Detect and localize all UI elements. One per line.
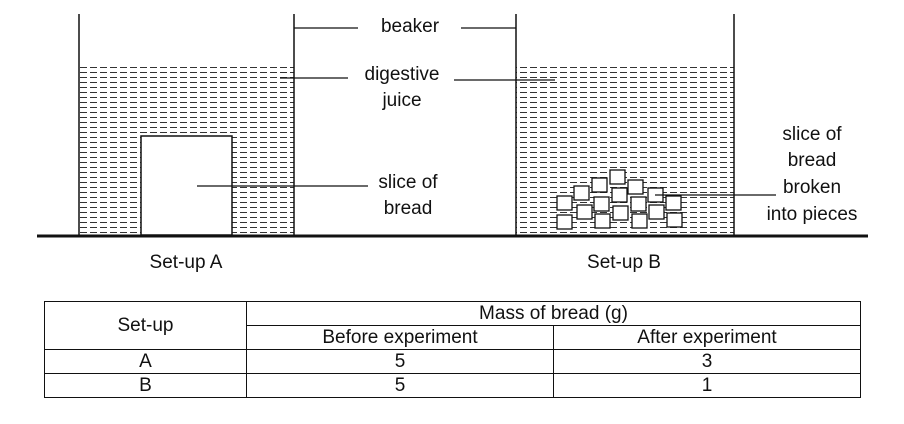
results-table: Set-up Mass of bread (g) Before experime… <box>44 301 861 398</box>
slice-b-label-line4: into pieces <box>766 204 858 225</box>
beaker-a <box>78 14 295 236</box>
cell-before: 5 <box>246 373 554 398</box>
setup-a-caption: Set-up A <box>149 252 223 273</box>
leader-lines <box>197 27 776 196</box>
cell-after: 1 <box>553 373 861 398</box>
setup-b-caption: Set-up B <box>587 252 661 273</box>
digestive-juice-label-line2: juice <box>382 90 422 111</box>
slice-b-label-line2: bread <box>787 150 837 171</box>
cell-setup: A <box>44 349 247 374</box>
slice-a-label-line2: bread <box>383 198 433 219</box>
beaker-b <box>515 14 735 236</box>
table-row: B 5 1 <box>44 373 861 398</box>
slice-b-label-line1: slice of <box>782 124 842 145</box>
table-row: A 5 3 <box>44 349 861 374</box>
cell-after: 3 <box>553 349 861 374</box>
slice-b-label-line3: broken <box>782 177 842 198</box>
cell-setup: B <box>44 373 247 398</box>
bread-pieces-b <box>556 169 683 230</box>
col-header-mass: Mass of bread (g) <box>246 301 861 326</box>
experiment-diagram <box>37 14 868 238</box>
table-header-row-2: Before experiment After experiment <box>45 325 861 350</box>
slice-a-label-line1: slice of <box>378 172 438 193</box>
col-header-before: Before experiment <box>246 325 554 350</box>
digestive-juice-label-line1: digestive <box>364 64 440 85</box>
cell-before: 5 <box>246 349 554 374</box>
col-header-setup: Set-up <box>44 301 247 350</box>
col-header-after: After experiment <box>553 325 861 350</box>
table-header-row-1: Set-up Mass of bread (g) <box>44 301 861 350</box>
beaker-label: beaker <box>380 16 440 37</box>
